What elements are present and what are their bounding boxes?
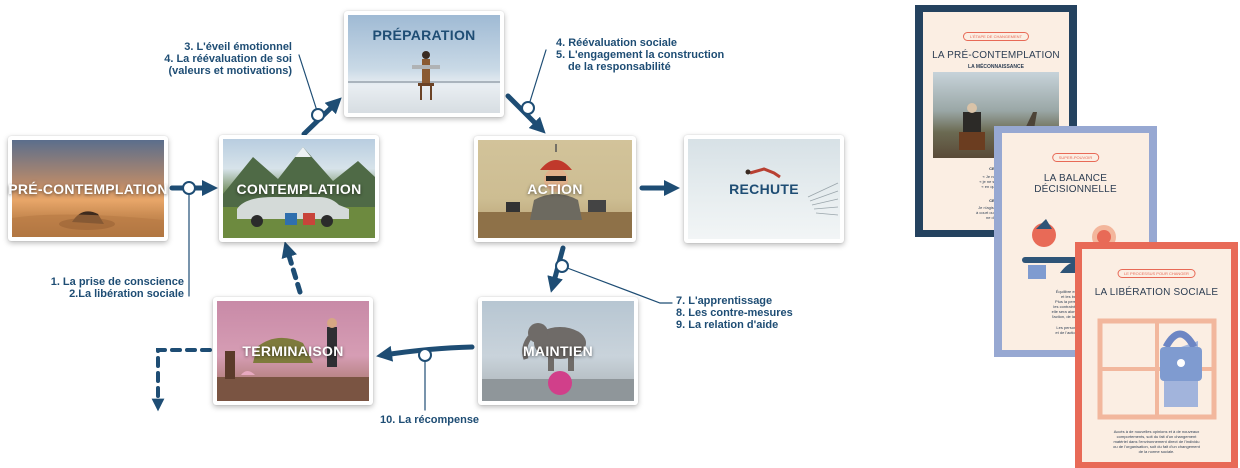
- process-label: 7. L'apprentissage: [676, 295, 773, 307]
- poster-line: ou de l'organisation, soit du fait d'un …: [1113, 444, 1200, 449]
- leader-p7: [561, 265, 673, 304]
- desert-photo: [12, 140, 164, 237]
- stage-label: ACTION: [527, 181, 583, 197]
- poster-line: de la norme sociale.: [1138, 449, 1175, 454]
- process-label: 4. Réévaluation sociale: [556, 37, 678, 49]
- stage-label: RECHUTE: [729, 181, 799, 197]
- stage-card-preparation: PRÉPARATION: [344, 11, 504, 117]
- salt-flat-photo: [348, 15, 500, 113]
- process-label: 4. La réévaluation de soi: [164, 53, 292, 65]
- process-label: 5. L'engagement la construction: [556, 49, 725, 61]
- poster-line: comportements, soit du fait d'un changem…: [1116, 434, 1197, 439]
- stage-card-maintien: MAINTIEN: [478, 297, 638, 405]
- stage-label: CONTEMPLATION: [236, 180, 362, 197]
- process-label: (valeurs et motivations): [168, 65, 292, 77]
- helmet-man-photo: [478, 140, 632, 238]
- poster-liberation: LE PROCESSUS POUR CHANGER LA LIBÉRATION …: [1075, 242, 1238, 468]
- poster-subtitle: LA MÉCONNAISSANCE: [968, 64, 1024, 70]
- poster-title: LA LIBÉRATION SOCIALE: [1094, 287, 1219, 298]
- stage-label: PRÉ-CONTEMPLATION: [8, 180, 168, 197]
- stage-card-contemplation: CONTEMPLATION: [219, 135, 379, 242]
- leader-p5: [527, 49, 547, 109]
- stage-label: PRÉPARATION: [372, 27, 476, 43]
- poster-line: Accès à de nouvelles opinions et à de no…: [1113, 429, 1200, 434]
- process-label: 9. La relation d'aide: [676, 319, 779, 331]
- leader-p3: [298, 54, 319, 115]
- poster-text: Accès à de nouvelles opinions et à de no…: [1094, 429, 1219, 454]
- stage-card-rechute: RECHUTE: [684, 135, 844, 243]
- process-label: 10. La récompense: [380, 414, 480, 426]
- poster-line: matériel dans l'environnement direct de …: [1113, 439, 1200, 444]
- poster-tag: SUPER-POUVOIR: [1051, 153, 1100, 162]
- poster-title: LA PRÉ-CONTEMPLATION: [932, 50, 1060, 61]
- poster-tag: L'ÉTAPE DE CHANGEMENT: [962, 32, 1030, 41]
- stage-label: TERMINAISON: [242, 343, 344, 359]
- process-label: 8. Les contre-mesures: [676, 307, 793, 319]
- arrow-exit-dashed: [151, 348, 212, 412]
- process-label: 1. La prise de conscience: [50, 276, 184, 288]
- process-note-3-4: 3. L'éveil émotionnel 4. La réévaluation…: [164, 41, 292, 77]
- stage-card-terminaison: TERMINAISON: [213, 297, 373, 405]
- process-note-4-5: 4. Réévaluation sociale 5. L'engagement …: [556, 37, 724, 73]
- elephant-ball-photo: [482, 301, 634, 401]
- falling-person-photo: [688, 139, 840, 239]
- stage-card-action: ACTION: [474, 136, 636, 242]
- arrow-terminaison-contemplation-dashed: [281, 241, 303, 295]
- poster-tag: LE PROCESSUS POUR CHANGER: [1117, 269, 1196, 278]
- process-label: de la responsabilité: [568, 61, 671, 73]
- process-note-7-9: 7. L'apprentissage 8. Les contre-mesures…: [676, 295, 793, 331]
- stage-card-precontemplation: PRÉ-CONTEMPLATION: [8, 136, 168, 241]
- process-label: 2.La libération sociale: [69, 288, 184, 300]
- mountain-car-photo: [223, 139, 375, 238]
- couple-room-photo: [217, 301, 369, 401]
- process-label: 3. L'éveil émotionnel: [184, 41, 292, 53]
- poster-title: LA BALANCE DÉCISIONNELLE: [1034, 173, 1117, 195]
- process-note-1-2: 1. La prise de conscience 2.La libératio…: [51, 276, 184, 300]
- window-padlock-illustration: [1097, 318, 1217, 420]
- stage-label: MAINTIEN: [522, 343, 594, 359]
- process-note-10: 10. La récompense: [380, 414, 479, 426]
